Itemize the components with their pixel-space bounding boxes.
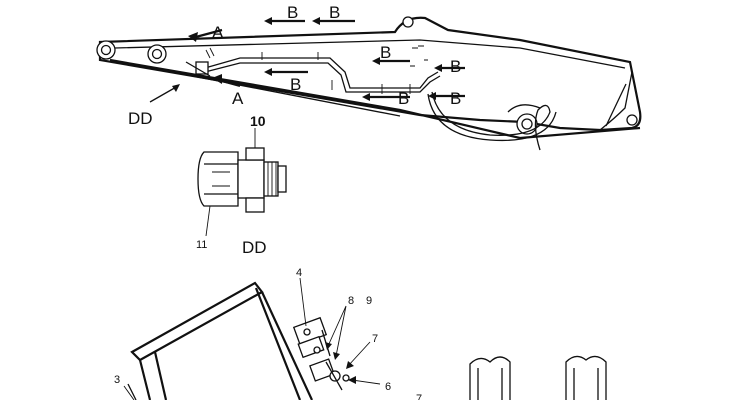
lower-frame <box>123 277 381 400</box>
frame-edge <box>127 383 137 400</box>
second-pin-inner <box>151 48 163 60</box>
pipe-stub-left-inner <box>477 368 503 400</box>
marker-b4: B <box>290 75 301 94</box>
dd-pointer-line <box>149 85 179 103</box>
leader-11 <box>205 205 211 237</box>
dd-pointer-label: DD <box>128 109 153 128</box>
section-arrows <box>149 17 465 103</box>
boom-lower-edge <box>109 58 641 140</box>
boom-arm <box>96 16 642 140</box>
rear-lug-hole <box>626 114 638 126</box>
tube-lower <box>204 62 441 93</box>
callout-11: 11 <box>196 239 207 251</box>
pipe-stub-left <box>469 356 511 400</box>
marker-b2: B <box>329 3 340 22</box>
pipe-stub-right-inner <box>573 368 599 400</box>
frame-diagonal-outer <box>254 287 302 400</box>
boom-lower-inner <box>119 61 401 117</box>
frame-top-beam <box>130 281 264 362</box>
marker-b7: B <box>450 89 461 108</box>
valve-bracket <box>185 61 211 77</box>
leader-4 <box>299 277 307 327</box>
marker-a-top: A <box>212 23 224 42</box>
pipe-stubs <box>469 355 607 400</box>
cylinder-pivot-inner <box>521 118 533 130</box>
tube-upper <box>204 57 439 89</box>
fitting-tip <box>277 165 287 193</box>
callout-7: 7 <box>372 333 378 345</box>
hydraulic-tubes <box>185 45 557 151</box>
frame-left-post-inner <box>153 351 168 400</box>
valve-fitting <box>205 47 215 59</box>
arrowhead-a-top <box>188 32 198 42</box>
fitting-marks <box>410 45 428 67</box>
nut-detail <box>212 171 230 187</box>
flex-hose-outer <box>427 93 557 142</box>
boom-tail <box>599 71 633 131</box>
boom-top-inner <box>114 39 626 69</box>
detail-dd-fitting <box>197 128 287 237</box>
callout-9: 9 <box>366 295 372 307</box>
valve-block <box>195 61 209 75</box>
top-lug-hole <box>402 16 414 28</box>
leader-3 <box>123 385 135 400</box>
callout-10: 10 <box>250 113 266 129</box>
boom-tail-inner <box>605 83 627 127</box>
flex-hose <box>431 91 551 151</box>
pivot-boss <box>507 104 541 113</box>
callout-8: 8 <box>348 295 354 307</box>
marker-b3: B <box>380 43 391 62</box>
callout-7b: 7 <box>416 393 422 400</box>
marker-b5: B <box>450 57 461 76</box>
frame-diagonal-inner <box>261 291 313 400</box>
bolt-4 <box>342 374 350 382</box>
callout-4: 4 <box>296 267 302 279</box>
tube-clamps <box>261 52 411 94</box>
frame-left-post <box>138 359 152 400</box>
thread-lines <box>267 162 277 196</box>
nut-flats <box>204 163 238 195</box>
leader-8 <box>327 305 347 357</box>
fitting-nut <box>197 151 239 207</box>
leader-7 <box>347 341 371 367</box>
marker-b6: B <box>398 89 409 108</box>
body-bottom-tab <box>245 197 265 213</box>
pipe-stub-right <box>565 355 607 400</box>
bracket-mid <box>297 335 325 359</box>
marker-b1: B <box>287 3 298 22</box>
callout-6: 6 <box>385 381 391 393</box>
arrowhead-a-bottom <box>212 74 222 84</box>
fitting-body <box>237 159 265 199</box>
bolt-2 <box>313 346 321 354</box>
callout-3: 3 <box>114 374 120 386</box>
view-caption-dd: DD <box>242 238 267 257</box>
bolt-1 <box>303 328 311 336</box>
marker-a-bottom: A <box>232 89 244 108</box>
body-top-tab <box>245 147 265 161</box>
leader-6 <box>351 379 381 385</box>
nose-pin-inner <box>100 44 112 56</box>
